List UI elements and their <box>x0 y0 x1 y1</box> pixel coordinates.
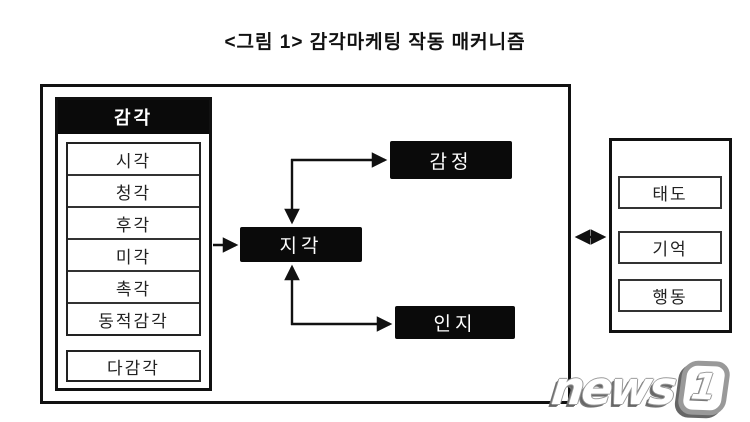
watermark-number: 1 <box>688 366 720 409</box>
perception-box: 지각 <box>240 227 362 262</box>
sense-item-sight: 시각 <box>68 144 199 176</box>
cognition-box: 인지 <box>395 306 515 339</box>
watermark-brand-text: news <box>549 361 677 415</box>
sense-item-touch: 촉각 <box>68 272 199 304</box>
outcome-panel: 태도 기억 행동 <box>609 138 732 333</box>
senses-panel: 감각 시각 청각 후각 미각 촉각 동적감각 다감각 <box>55 97 212 391</box>
figure-title: <그림 1> 감각마케팅 작동 매커니즘 <box>224 32 526 53</box>
sense-item-hearing: 청각 <box>68 176 199 208</box>
watermark-number-badge: 1 <box>676 360 732 416</box>
outcome-item-behavior: 행동 <box>618 279 722 312</box>
sense-item-smell: 후각 <box>68 208 199 240</box>
emotion-box: 감정 <box>390 141 512 179</box>
outcome-item-attitude: 태도 <box>618 176 722 209</box>
sense-item-taste: 미각 <box>68 240 199 272</box>
senses-header: 감각 <box>58 100 209 134</box>
multisense-box: 다감각 <box>66 350 201 382</box>
outcome-item-memory: 기억 <box>618 231 722 264</box>
news1-watermark: news 1 <box>549 352 750 422</box>
sense-item-kinesthetic: 동적감각 <box>98 311 169 331</box>
senses-list: 시각 청각 후각 미각 촉각 동적감각 <box>66 142 201 336</box>
